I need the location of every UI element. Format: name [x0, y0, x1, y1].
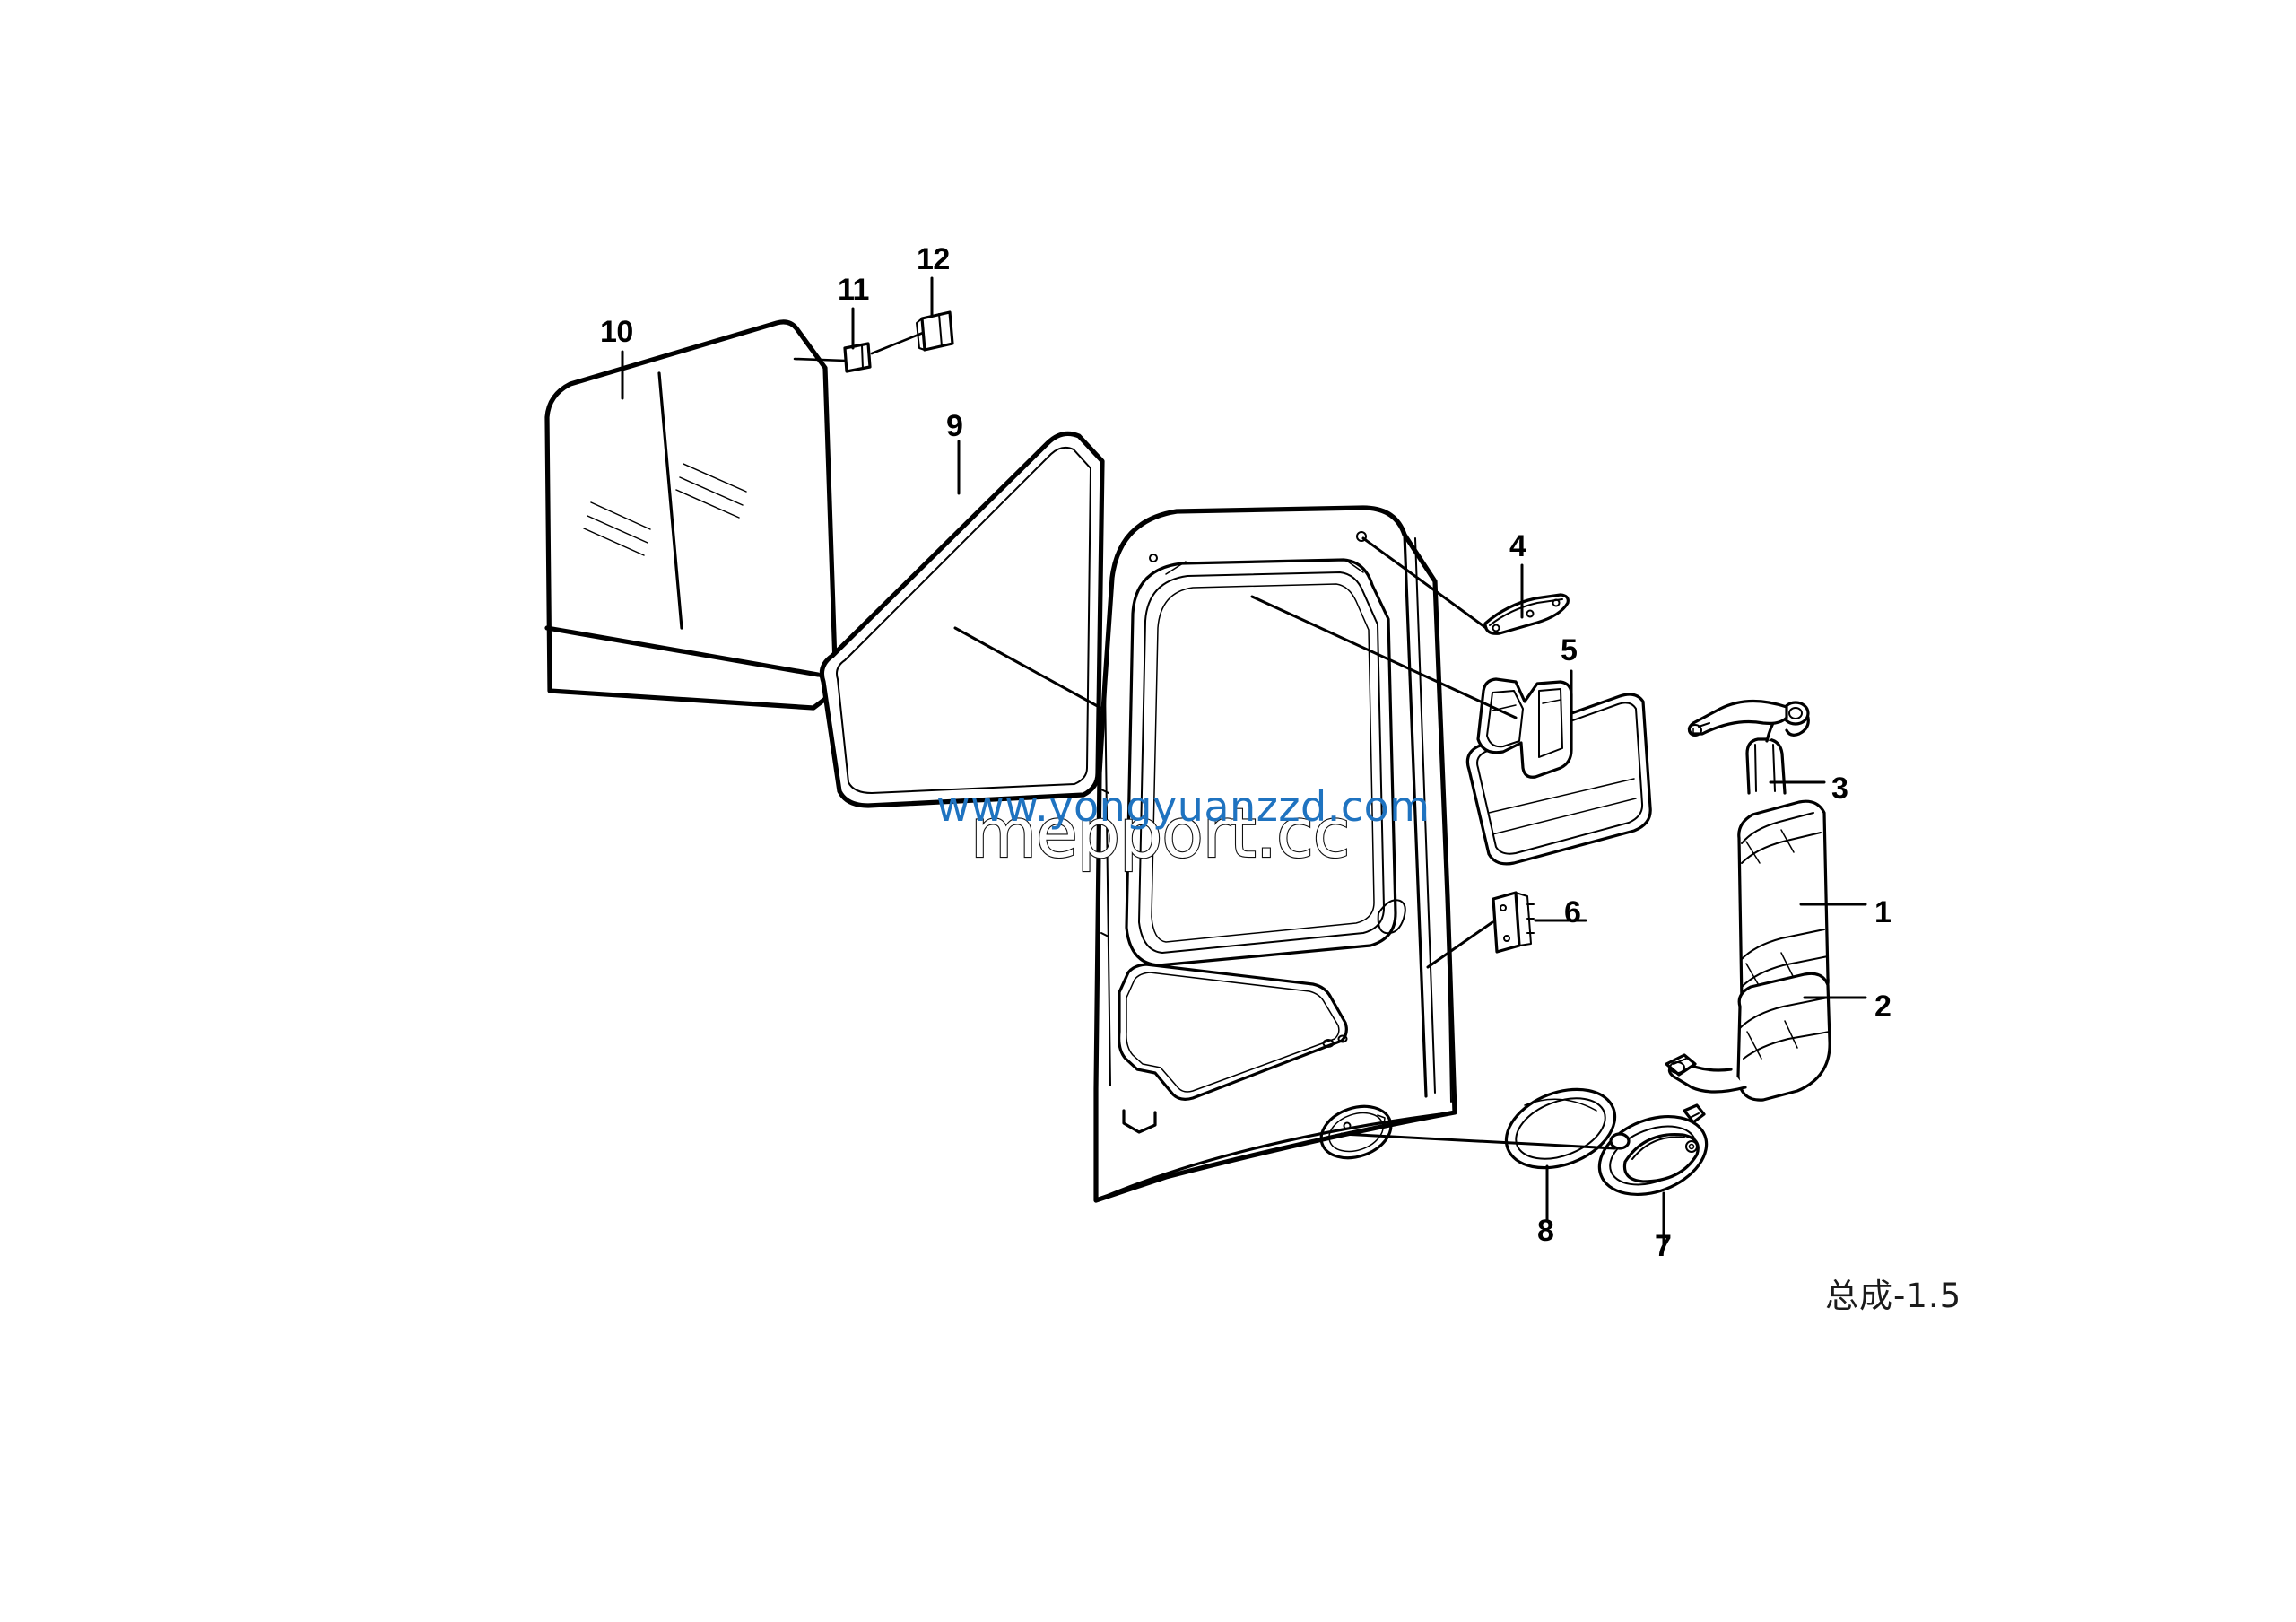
part-5-pocket-panel [1465, 677, 1652, 866]
callout-9: 9 [946, 409, 963, 443]
callout-4: 4 [1509, 529, 1526, 563]
part-4-retainer-strip [1483, 593, 1570, 635]
part-7-door-handle [1597, 1103, 1709, 1197]
part-12-window-clip-large [916, 310, 954, 352]
part-1-2-3-fire-extinguisher [1665, 699, 1831, 1102]
part-10-sliding-window-glass [544, 319, 839, 711]
assembly-label: 总成-1.5 [1825, 1277, 1962, 1315]
callout-10: 10 [600, 315, 633, 349]
callout-2: 2 [1874, 990, 1892, 1024]
callout-11: 11 [838, 273, 869, 307]
part-6-hinge-plate [1492, 891, 1535, 954]
callout-1: 1 [1874, 895, 1892, 929]
callout-3: 3 [1831, 772, 1848, 806]
part-9-window-weatherstrip [819, 431, 1105, 808]
callout-7: 7 [1655, 1229, 1672, 1263]
callout-12: 12 [917, 242, 950, 276]
door-panel-main [1093, 505, 1457, 1203]
leader-lines [621, 276, 1867, 1249]
callout-8: 8 [1537, 1214, 1554, 1248]
callout-5: 5 [1561, 633, 1578, 667]
callout-6: 6 [1564, 895, 1581, 929]
part-11-window-clip-small [843, 342, 872, 373]
blue-url-watermark: www.yongyuanzzd.com [936, 782, 1431, 831]
outline-site-watermark: mepport.cc [970, 792, 1352, 874]
